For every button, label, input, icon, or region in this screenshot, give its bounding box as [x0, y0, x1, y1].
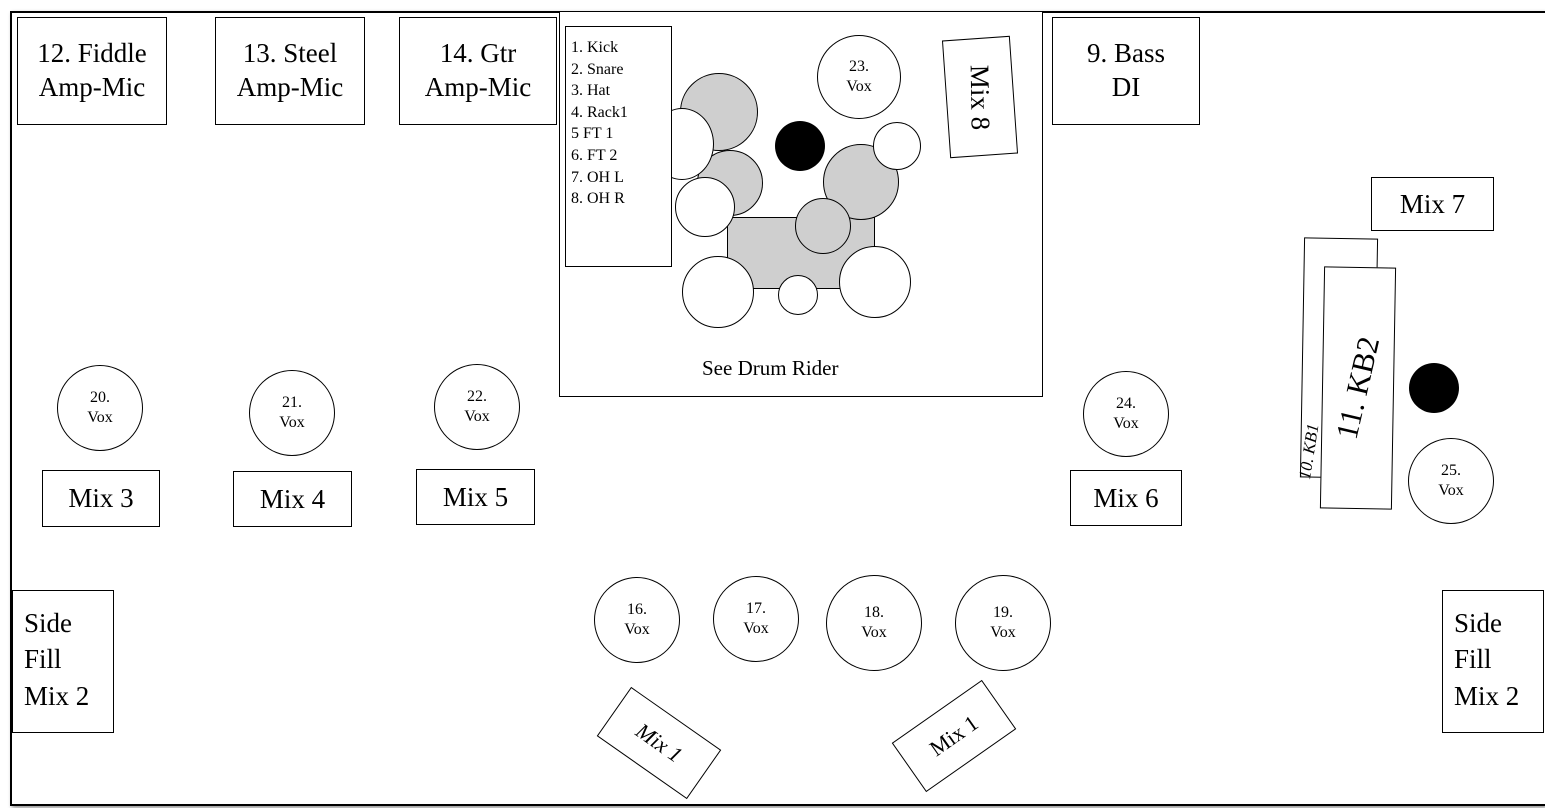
mix-7-box: Mix 7 [1371, 177, 1494, 231]
keyboard-2-label: 11. KB2 [1328, 333, 1387, 443]
vox-20-number: 20. [90, 389, 110, 406]
gtr-amp-box: 14. Gtr Amp-Mic [399, 17, 557, 125]
mix-8-box: Mix 8 [941, 35, 1019, 159]
cymbal-bottom-right [839, 246, 911, 318]
side-fill-right-line1: Side [1454, 608, 1503, 638]
vox-19: 19. Vox [955, 575, 1051, 671]
vox-21: 21. Vox [249, 370, 335, 456]
vox-17-label: Vox [743, 620, 769, 637]
side-fill-left: Side Fill Mix 2 [12, 590, 114, 733]
mix-5-label: Mix 5 [442, 481, 509, 512]
vox-25-number: 25. [1441, 462, 1461, 479]
bass-di-line1: 9. Bass [1086, 38, 1165, 69]
vox-25-label: Vox [1438, 482, 1464, 499]
vox-18-label: Vox [861, 624, 887, 641]
side-fill-right: Side Fill Mix 2 [1442, 590, 1544, 733]
drum-input-5: 5 FT 1 [571, 125, 614, 143]
drum-throne [775, 121, 825, 171]
mix-4-label: Mix 4 [259, 483, 326, 514]
drum-input-7: 7. OH L [571, 168, 624, 186]
vox-16: 16. Vox [594, 577, 680, 663]
side-fill-left-line3: Mix 2 [24, 680, 90, 711]
steel-amp-line1: 13. Steel [242, 38, 338, 69]
drum-input-2: 2. Snare [571, 60, 624, 78]
mix-7-label: Mix 7 [1399, 188, 1466, 219]
vox-23-label: Vox [846, 78, 872, 95]
vox-22-number: 22. [467, 388, 487, 405]
drum-input-1: 1. Kick [571, 39, 619, 56]
drum-input-6: 6. FT 2 [571, 146, 618, 164]
vox-24-number: 24. [1116, 395, 1136, 412]
vox-19-number: 19. [993, 604, 1013, 621]
mix-1-left-label: Mix 1 [631, 717, 688, 768]
vox-23: 23. Vox [817, 35, 901, 119]
drum-input-8: 8. OH R [571, 190, 625, 208]
vox-20: 20. Vox [57, 365, 143, 451]
side-fill-right-line2: Fill [1454, 644, 1492, 675]
side-fill-left-line2: Fill [24, 644, 62, 675]
vox-24: 24. Vox [1083, 371, 1169, 457]
side-fill-right-line3: Mix 2 [1454, 680, 1520, 711]
side-fill-left-line1: Side [24, 608, 73, 638]
steel-amp-box: 13. Steel Amp-Mic [215, 17, 365, 125]
drum-rider-label: See Drum Rider [702, 356, 839, 380]
mix-8-label: Mix 8 [964, 64, 997, 130]
vox-18-number: 18. [864, 604, 884, 621]
gtr-amp-line1: 14. Gtr [439, 38, 517, 69]
mix-6-label: Mix 6 [1093, 482, 1159, 513]
cymbal-bottom-small [778, 275, 818, 315]
vox-21-number: 21. [282, 394, 302, 411]
mix-3-label: Mix 3 [68, 483, 134, 514]
steel-amp-line2: Amp-Mic [236, 72, 344, 102]
vox-24-label: Vox [1113, 415, 1139, 432]
bass-di-line2: DI [1111, 72, 1141, 102]
keyboard-2: 11. KB2 [1319, 266, 1397, 510]
vox-25: 25. Vox [1408, 438, 1494, 524]
mix-6-box: Mix 6 [1070, 470, 1182, 526]
vox-22: 22. Vox [434, 364, 520, 450]
drum-input-list: 1. Kick 2. Snare 3. Hat 4. Rack1 5 FT 1 … [565, 26, 672, 267]
drum-input-3: 3. Hat [571, 82, 611, 100]
vox-17: 17. Vox [713, 576, 799, 662]
drum-input-4: 4. Rack1 [571, 103, 628, 121]
mix-1-right-label: Mix 1 [924, 710, 983, 762]
mix-3-box: Mix 3 [42, 470, 160, 527]
vox-20-label: Vox [87, 409, 113, 426]
vox-16-label: Vox [624, 621, 650, 638]
vox-22-label: Vox [464, 408, 490, 425]
vox-18: 18. Vox [826, 575, 922, 671]
cymbal-bottom-left [682, 256, 754, 328]
vox-16-number: 16. [627, 601, 647, 618]
vox-23-number: 23. [849, 58, 869, 75]
gtr-amp-line2: Amp-Mic [424, 72, 532, 102]
cymbal-right-small [873, 122, 921, 170]
mix-4-box: Mix 4 [233, 471, 352, 527]
vox-17-number: 17. [746, 600, 766, 617]
fiddle-amp-box: 12. Fiddle Amp-Mic [17, 17, 167, 125]
vox-19-label: Vox [990, 624, 1016, 641]
keyboard-player-position [1409, 363, 1459, 413]
snare-drum [795, 198, 851, 254]
bass-di-box: 9. Bass DI [1052, 17, 1200, 125]
vox-21-label: Vox [279, 414, 305, 431]
mix-5-box: Mix 5 [416, 469, 535, 525]
fiddle-amp-line1: 12. Fiddle [37, 38, 147, 69]
cymbal-left [675, 177, 735, 237]
fiddle-amp-line2: Amp-Mic [38, 72, 146, 102]
